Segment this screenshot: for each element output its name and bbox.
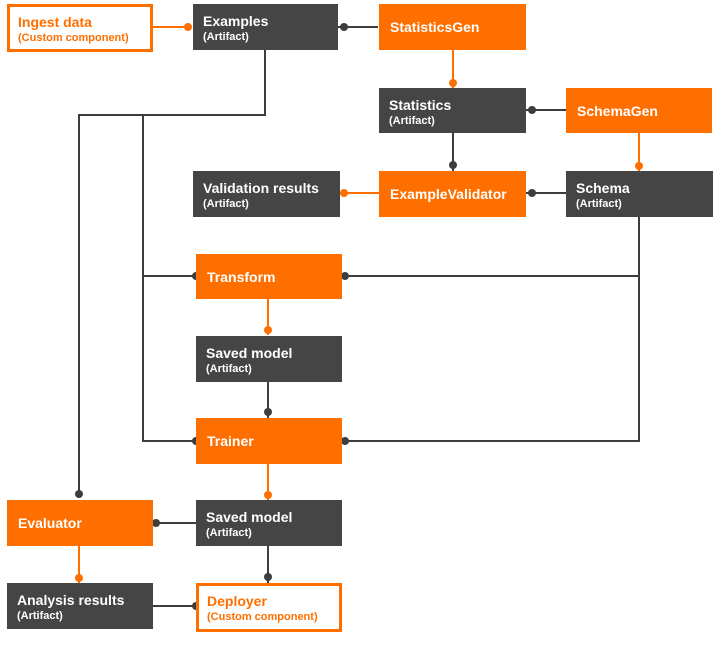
examples-node: Examples (Artifact) bbox=[193, 4, 338, 50]
connector-dot bbox=[152, 519, 160, 527]
statisticsgen-node: StatisticsGen bbox=[379, 4, 526, 50]
node-subtitle: (Artifact) bbox=[206, 363, 252, 375]
node-subtitle: (Artifact) bbox=[203, 31, 249, 43]
connector-dot bbox=[341, 272, 349, 280]
node-title: Transform bbox=[207, 268, 276, 285]
deployer-node: Deployer (Custom component) bbox=[196, 583, 342, 632]
node-title: ExampleValidator bbox=[390, 186, 507, 202]
connector-dot bbox=[264, 408, 272, 416]
node-title: Statistics bbox=[389, 97, 452, 113]
connector-dot bbox=[75, 490, 83, 498]
node-title: Deployer bbox=[207, 593, 267, 609]
connector-dot bbox=[264, 491, 272, 499]
node-title: Evaluator bbox=[18, 515, 82, 531]
node-subtitle: (Artifact) bbox=[206, 527, 252, 539]
node-subtitle: (Artifact) bbox=[576, 198, 622, 210]
trainer-node: Trainer bbox=[196, 418, 342, 464]
saved-model-node-2: Saved model (Artifact) bbox=[196, 500, 342, 546]
node-subtitle: (Artifact) bbox=[389, 115, 435, 127]
connector-dot bbox=[264, 573, 272, 581]
node-title: Validation results bbox=[203, 180, 319, 196]
statistics-node: Statistics (Artifact) bbox=[379, 88, 526, 133]
connector-dot bbox=[264, 326, 272, 334]
node-title: Saved model bbox=[206, 345, 293, 361]
node-title: Ingest data bbox=[18, 14, 92, 30]
connector-examples-transform-trainer bbox=[142, 115, 196, 442]
node-subtitle: (Custom component) bbox=[18, 32, 129, 44]
connector-dot bbox=[341, 437, 349, 445]
node-subtitle: (Artifact) bbox=[17, 610, 63, 622]
evaluator-node: Evaluator bbox=[7, 500, 153, 546]
examplevalidator-node: ExampleValidator bbox=[379, 171, 526, 217]
connector-dot bbox=[528, 189, 536, 197]
node-subtitle: (Custom component) bbox=[207, 611, 318, 623]
node-title: SchemaGen bbox=[577, 102, 658, 119]
connector-dot bbox=[340, 189, 348, 197]
node-title: StatisticsGen bbox=[390, 19, 480, 35]
connector-dot bbox=[184, 23, 192, 31]
node-title: Saved model bbox=[206, 509, 293, 525]
connector-schema-transform bbox=[342, 216, 640, 277]
connector-dot bbox=[449, 161, 457, 169]
node-title: Analysis results bbox=[17, 592, 125, 608]
connector-dot bbox=[528, 106, 536, 114]
connector-dot bbox=[75, 574, 83, 582]
node-title: Examples bbox=[203, 13, 269, 29]
validation-results-node: Validation results (Artifact) bbox=[193, 171, 340, 217]
saved-model-node: Saved model (Artifact) bbox=[196, 336, 342, 382]
connector-dot bbox=[449, 79, 457, 87]
schemagen-node: SchemaGen bbox=[566, 88, 712, 133]
connector-examples-trunk bbox=[78, 50, 266, 496]
node-title: Schema bbox=[576, 180, 630, 196]
analysis-results-node: Analysis results (Artifact) bbox=[7, 583, 153, 629]
ingest-data-node: Ingest data (Custom component) bbox=[7, 4, 153, 52]
transform-node: Transform bbox=[196, 254, 342, 299]
schema-node: Schema (Artifact) bbox=[566, 171, 713, 217]
connector-schema-trainer bbox=[342, 276, 640, 442]
node-subtitle: (Artifact) bbox=[203, 198, 249, 210]
connector-dot bbox=[635, 162, 643, 170]
connector-dot bbox=[340, 23, 348, 31]
node-title: Trainer bbox=[207, 433, 254, 449]
